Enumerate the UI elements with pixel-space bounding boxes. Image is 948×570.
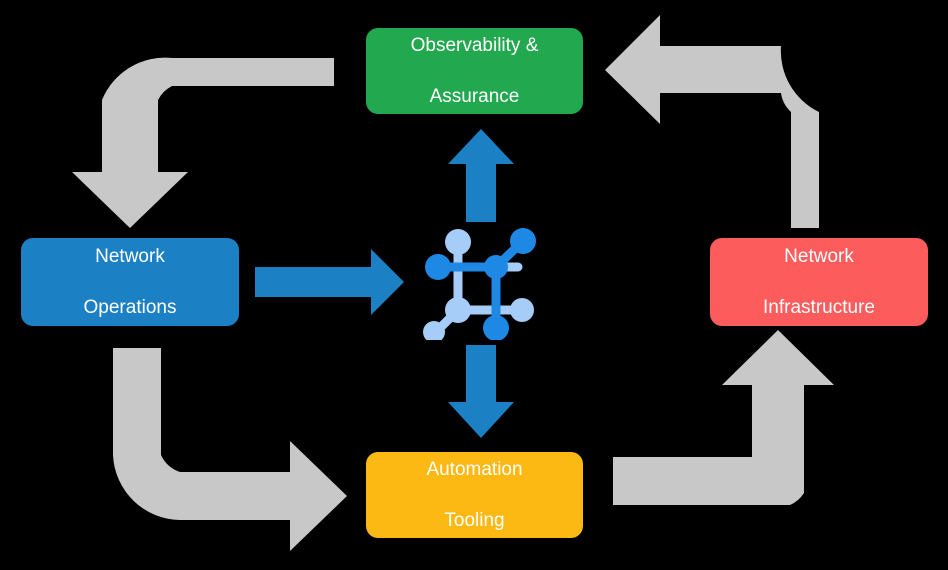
hub-node-top <box>445 229 471 255</box>
node-label-observability: Observability & Assurance <box>391 33 559 110</box>
node-label-automation-line2: Tooling <box>444 509 505 531</box>
node-box-observability[interactable]: Observability & Assurance <box>366 28 583 114</box>
hub-node-left <box>425 254 451 280</box>
cycle-arrow-infrastructure-to-observability <box>605 15 819 228</box>
hub-node-top-right <box>510 228 536 254</box>
hub-node-mid-left <box>445 297 471 323</box>
hub-node-right <box>510 298 534 322</box>
cycle-arrow-operations-to-automation <box>113 348 347 551</box>
center-arrow-hub-to-observability <box>448 129 514 222</box>
node-label-infrastructure-line1: Network <box>784 245 854 267</box>
node-label-infrastructure-line2: Infrastructure <box>763 296 875 318</box>
hub-icon-nodes <box>423 228 536 340</box>
cycle-arrow-observability-to-operations <box>72 57 334 228</box>
hub-node-bottom-left <box>423 321 445 340</box>
node-label-observability-line1: Observability & <box>410 34 539 56</box>
hub-node-bottom <box>483 315 509 340</box>
cycle-arrow-automation-to-infrastructure <box>613 330 834 505</box>
node-label-operations-line2: Operations <box>83 296 177 318</box>
node-label-operations-line1: Network <box>95 245 165 267</box>
center-arrow-hub-to-automation <box>448 345 514 438</box>
node-label-automation-line1: Automation <box>426 458 523 480</box>
node-label-observability-line2: Assurance <box>429 85 520 107</box>
network-topology-icon <box>423 228 536 340</box>
hub-node-center <box>484 255 508 279</box>
center-arrow-operations-to-hub <box>255 249 404 315</box>
